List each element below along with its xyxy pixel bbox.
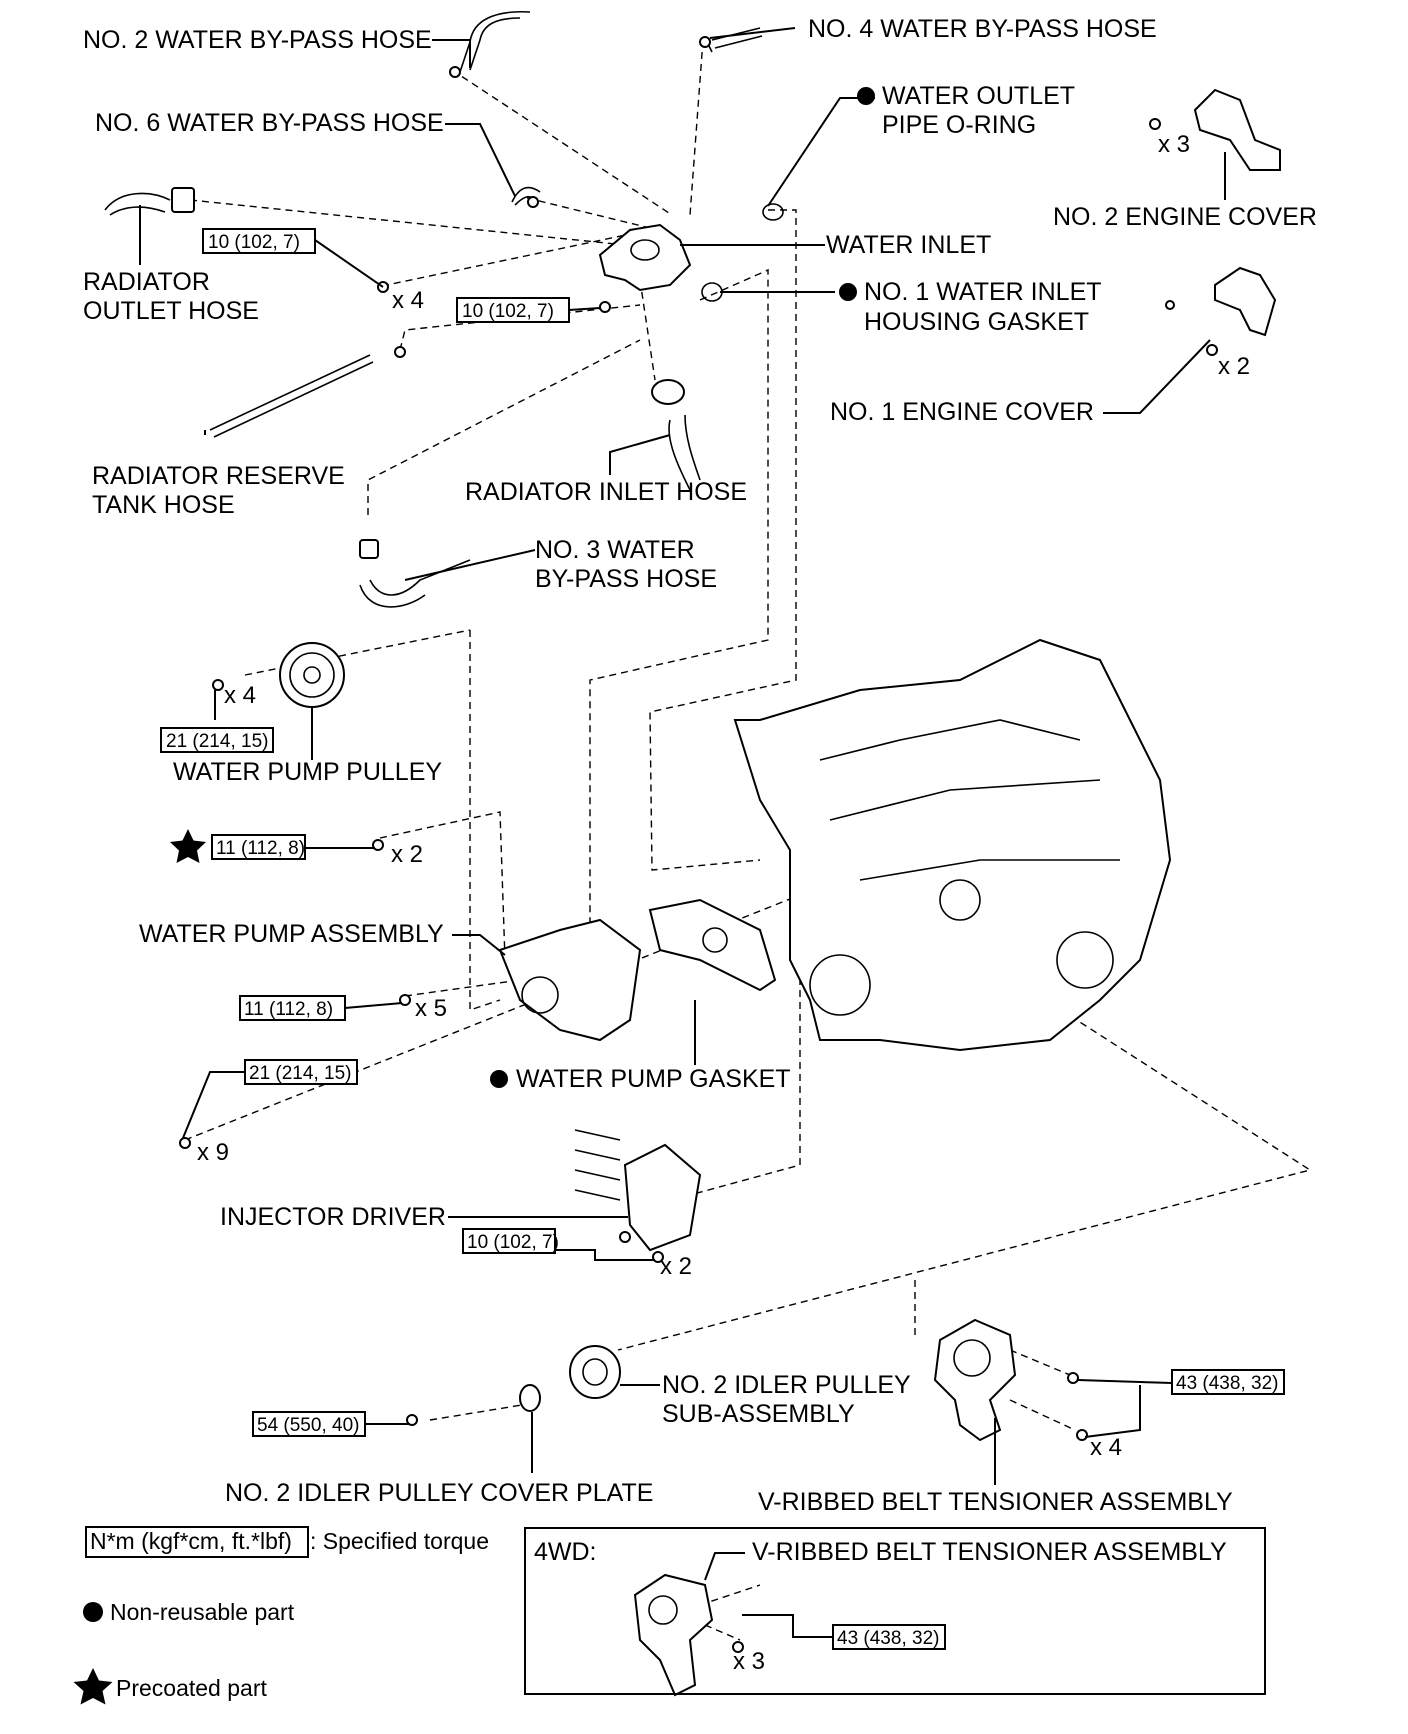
water-inlet-housing-shape — [598, 223, 692, 292]
radiator-outlet-hose-shape — [104, 192, 171, 216]
label-fourwd-tensioner: V-RIBBED BELT TENSIONER ASSEMBLY — [752, 1538, 1227, 1566]
label-injector-driver: INJECTOR DRIVER — [220, 1203, 446, 1231]
tensioner-assembly-shape — [933, 1318, 1017, 1442]
water-pump-assembly-shape — [498, 918, 642, 1042]
label-reserve-tank-1: RADIATOR RESERVE — [92, 462, 345, 490]
label-no4-bypass-hose: NO. 4 WATER BY-PASS HOSE — [808, 15, 1157, 43]
no4-bypass-hose-shape — [704, 27, 763, 53]
legend-precoated-text: Precoated part — [116, 1675, 267, 1701]
torque-tensioner: 43 (438, 32) — [1176, 1373, 1278, 1394]
torque-gasket: 21 (214, 15) — [249, 1063, 351, 1084]
legend: N*m (kgf*cm, ft.*lbf) : Specified torque… — [73, 1526, 489, 1705]
label-tensioner: V-RIBBED BELT TENSIONER ASSEMBLY — [758, 1488, 1233, 1516]
label-no3-bypass-1: NO. 3 WATER — [535, 536, 695, 564]
torque-cover-plate: 54 (550, 40) — [257, 1415, 359, 1436]
label-no2-idler-1: NO. 2 IDLER PULLEY — [662, 1371, 911, 1399]
label-no3-bypass-2: BY-PASS HOSE — [535, 565, 717, 593]
legend-nonreusable-text: Non-reusable part — [110, 1599, 295, 1625]
quantity-labels: x 3 x 4 x 2 x 4 x 2 x 5 x 9 x 2 x 4 x 3 — [197, 131, 1250, 1675]
radiator-inlet-hose-shape — [668, 414, 701, 491]
torque-inlet-nut: 10 (102, 7) — [462, 301, 554, 322]
qty-tensioner: x 4 — [1090, 1434, 1122, 1461]
label-no2-idler-2: SUB-ASSEMBLY — [662, 1400, 855, 1428]
qty-cover2: x 3 — [1158, 131, 1190, 158]
torque-pulley: 21 (214, 15) — [166, 731, 268, 752]
label-radiator-inlet: RADIATOR INLET HOSE — [465, 478, 747, 506]
qty-pump: x 5 — [415, 995, 447, 1022]
legend-torque-key: N*m (kgf*cm, ft.*lbf) — [90, 1528, 292, 1554]
qty-injector: x 2 — [660, 1253, 692, 1280]
no3-bypass-hose-shape — [359, 559, 471, 608]
fourwd-tensioner-shape — [633, 1573, 714, 1697]
water-outlet-oring-shape — [762, 203, 784, 221]
label-water-pump-gasket: WATER PUMP GASKET — [516, 1065, 791, 1093]
qty-gasket: x 9 — [197, 1139, 229, 1166]
label-reserve-tank-2: TANK HOSE — [92, 491, 235, 519]
assembly-dashed-lines — [184, 39, 1312, 1641]
nonreusable-marker — [490, 1070, 508, 1088]
qty-cover1: x 2 — [1218, 353, 1250, 380]
label-no2-bypass-hose: NO. 2 WATER BY-PASS HOSE — [83, 26, 432, 54]
idler-cover-plate-shape — [519, 1384, 541, 1412]
torque-pump: 11 (112, 8) — [244, 999, 333, 1020]
label-no2-engine-cover: NO. 2 ENGINE COVER — [1053, 203, 1317, 231]
label-no1-inlet-gasket-1: NO. 1 WATER INLET — [864, 278, 1102, 306]
label-water-pump-assembly: WATER PUMP ASSEMBLY — [139, 920, 444, 948]
torque-precoat: 11 (112, 8) — [216, 838, 305, 859]
part-illustrations — [104, 10, 1281, 1697]
label-radiator-outlet-1: RADIATOR — [83, 268, 210, 296]
part-labels: NO. 2 WATER BY-PASS HOSE NO. 4 WATER BY-… — [83, 15, 1317, 1516]
torque-injector: 10 (102, 7) — [467, 1232, 559, 1253]
qty-4wd: x 3 — [733, 1648, 765, 1675]
fourwd-inset: 4WD: V-RIBBED BELT TENSIONER ASSEMBLY — [524, 1527, 1266, 1695]
no2-engine-cover-shape — [1193, 88, 1281, 171]
label-radiator-outlet-2: OUTLET HOSE — [83, 297, 259, 325]
label-no6-bypass-hose: NO. 6 WATER BY-PASS HOSE — [95, 109, 444, 137]
water-pump-gasket-shape — [648, 898, 777, 992]
label-idler-cover-plate: NO. 2 IDLER PULLEY COVER PLATE — [225, 1479, 653, 1507]
fourwd-title: 4WD: — [534, 1538, 597, 1566]
label-water-inlet: WATER INLET — [826, 231, 991, 259]
label-water-outlet-oring-2: PIPE O-RING — [882, 111, 1036, 139]
label-water-outlet-oring-1: WATER OUTLET — [882, 82, 1075, 110]
injector-driver-shape — [623, 1143, 702, 1252]
fasteners — [179, 36, 1218, 1653]
qty-inlet: x 4 — [392, 287, 424, 314]
label-no1-inlet-gasket-2: HOUSING GASKET — [864, 308, 1089, 336]
qty-pulley: x 4 — [224, 682, 256, 709]
precoated-star-marker — [170, 829, 206, 863]
legend-torque-text: : Specified torque — [310, 1528, 489, 1554]
legend-nonreusable-icon — [83, 1602, 103, 1622]
nonreusable-marker — [857, 87, 875, 105]
nonreusable-marker — [839, 283, 857, 301]
torque-boxes: 10 (102, 7) 10 (102, 7) 21 (214, 15) 11 … — [160, 228, 1285, 1650]
label-no1-engine-cover: NO. 1 ENGINE COVER — [830, 398, 1094, 426]
engine-block-shape — [733, 638, 1172, 1052]
torque-inlet-bolts: 10 (102, 7) — [208, 232, 300, 253]
qty-precoat: x 2 — [391, 841, 423, 868]
label-water-pump-pulley: WATER PUMP PULLEY — [173, 758, 442, 786]
legend-precoated-icon — [73, 1668, 113, 1705]
no1-engine-cover-shape — [1214, 266, 1277, 337]
no2-idler-pulley-shape — [569, 1345, 621, 1399]
torque-4wd: 43 (438, 32) — [837, 1628, 939, 1649]
reserve-tank-hose-shape — [209, 354, 374, 438]
